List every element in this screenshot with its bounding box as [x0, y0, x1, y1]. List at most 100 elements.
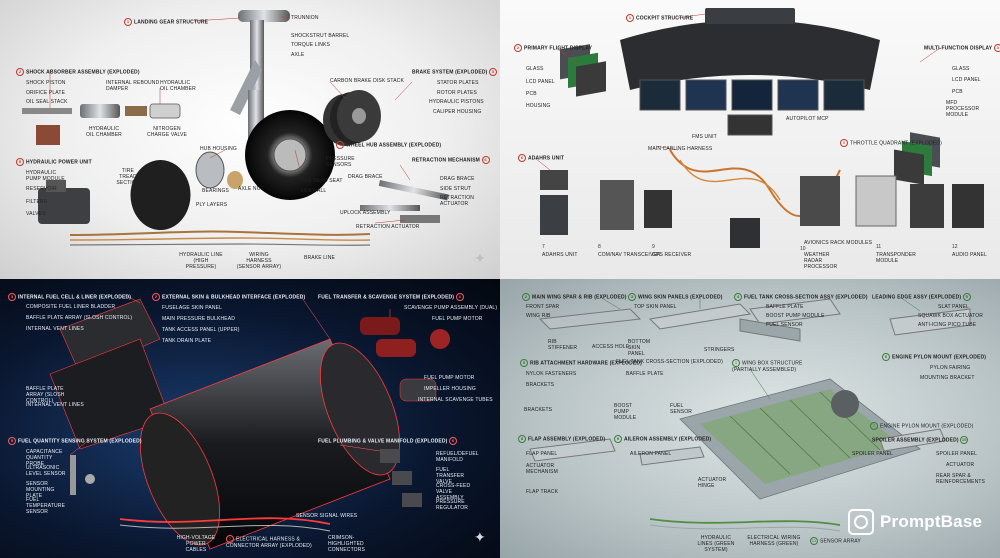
label-fuselage-skin-panel: FUSELAGE SKIN PANEL	[162, 305, 222, 311]
label-anti-icing-pico-tube: ANTI-ICING PICO TUBE	[918, 322, 977, 328]
hydraulic-power-unit-shape	[38, 188, 90, 224]
label-shock-piston: SHOCK PISTON	[26, 80, 66, 86]
label-fuel-transfer-valve: FUEL TRANSFER VALVE	[436, 467, 465, 485]
label-transponder-module: TRANSPONDER MODULE	[876, 252, 916, 264]
label-tire-tread-section: TIRE TREAD SECTION	[116, 168, 140, 186]
torque-link-shape	[230, 60, 262, 115]
watermark-brand: PromptBase	[880, 512, 983, 531]
label-gps-receiver: GPS RECEIVER	[652, 252, 692, 258]
shock-piston-shape	[22, 108, 72, 114]
label-internal-vent-lines-2: INTERNAL VENT LINES	[26, 402, 84, 408]
label-uplock-assembly: UPLOCK ASSEMBLY	[340, 210, 391, 216]
brake-disk-stack-shape	[323, 90, 381, 146]
number-8: 8	[598, 244, 601, 250]
label-multi-function-display: MULTI-FUNCTION DISPLAY 3	[924, 44, 1000, 52]
label-pfd-glass: GLASS	[526, 66, 544, 72]
cockpit-shell-shape	[620, 20, 880, 90]
label-impeller-housing: IMPELLER HOUSING	[424, 386, 476, 392]
label-fuel-transfer-scavenge: FUEL TRANSFER & SCAVENGE SYSTEM (EXPLODE…	[318, 293, 466, 301]
engine-pylon-shape	[831, 390, 859, 418]
pfd-exploded-shape	[560, 44, 606, 97]
label-pfd-housing: HOUSING	[526, 103, 551, 109]
label-main-cabling-harness: MAIN CABLING HARNESS	[648, 146, 713, 152]
label-pylon-fairing: PYLON FAIRING	[930, 365, 971, 371]
label-hydraulic-oil-chamber-2: HYDRAULIC OIL CHAMBER	[86, 126, 122, 138]
label-filters: FILTERS	[26, 199, 48, 205]
label-internal-rebound-damper: INTERNAL REBOUND DAMPER	[106, 80, 160, 92]
label-caliper-housing: CALIPER HOUSING	[433, 109, 482, 115]
label-baffle-plate-2: BAFFLE PLATE	[626, 371, 664, 377]
label-flap-panel: FLAP PANEL	[526, 451, 558, 457]
label-rotor-plates: ROTOR PLATES	[437, 90, 477, 96]
hydraulic-lines-shape	[649, 518, 841, 526]
label-audio-panel: AUDIO PANEL	[952, 252, 987, 258]
label-nylok-fasteners: NYLOK FASTENERS	[526, 371, 577, 377]
label-boost-pump-module: BOOST PUMP MODULE	[766, 313, 825, 319]
slat-panel-shape	[889, 308, 971, 336]
label-drag-brace-2: DRAG BRACE	[440, 176, 475, 182]
label-retraction-actuator-2: RETRACTION ACTUATOR	[356, 224, 420, 230]
valve-manifold-shape	[380, 449, 422, 507]
label-fuel-sensor: FUEL SENSOR	[766, 322, 803, 328]
label-fuel-plumbing-manifold: FUEL PLUMBING & VALVE MANIFOLD (EXPLODED…	[318, 437, 459, 445]
sparkle-icon-2: ✦	[474, 529, 486, 545]
label-brake-system: BRAKE SYSTEM (EXPLODED) 3	[412, 68, 499, 76]
label-actuator-mechanism: ACTUATOR MECHANISM	[526, 463, 558, 475]
number-10: 10	[800, 246, 806, 252]
label-high-voltage-cables: HIGH-VOLTAGE POWER CABLES	[176, 535, 216, 553]
label-hydraulic-pump-module: HYDRAULIC PUMP MODULE	[26, 170, 65, 182]
number-9: 9	[652, 244, 655, 250]
label-carbon-brake-disk-stack: CARBON BRAKE DISK STACK	[330, 78, 404, 84]
label-pfd-pcb: PCB	[526, 91, 537, 97]
label-composite-fuel-liner: COMPOSITE FUEL LINER BLADDER	[26, 304, 116, 310]
label-pfd-lcd-panel: LCD PANEL	[526, 79, 555, 85]
label-electrical-wiring-harness-green: ELECTRICAL WIRING HARNESS (GREEN)	[747, 535, 801, 547]
label-nitrogen-charge-valve: NITROGEN CHARGE VALVE	[147, 126, 187, 138]
label-valves: VALVES	[26, 211, 46, 217]
label-main-pressure-bulkhead: MAIN PRESSURE BULKHEAD	[162, 316, 236, 322]
label-reservoir: RESERVOIR	[26, 186, 57, 192]
label-actuator-hinge: ACTUATOR HINGE	[698, 477, 727, 489]
label-baffle-plate-array-2: BAFFLE PLATE ARRAY (SLOSH CONTROL)	[26, 386, 65, 404]
label-spoiler-assembly: SPOILER ASSEMBLY (EXPLODED) 10	[872, 436, 969, 444]
label-bottom-skin-panel: BOTTOM SKIN PANEL	[628, 339, 651, 357]
label-hydraulic-oil-chamber: HYDRAULIC OIL CHAMBER	[160, 80, 196, 92]
tank-cylinder-shape	[140, 338, 400, 550]
power-cable-shape	[119, 517, 331, 525]
label-tank-drain-plate: TANK DRAIN PLATE	[162, 338, 212, 344]
label-side-strut: SIDE STRUT	[440, 186, 472, 192]
label-drag-brace: DRAG BRACE	[348, 174, 383, 180]
fuel-pump-motor-shape	[399, 378, 437, 402]
label-internal-scavenge-tubes: INTERNAL SCAVENGE TUBES	[418, 397, 493, 403]
label-crimson-connectors: CRIMSON-HIGHLIGHTED CONNECTORS	[328, 535, 365, 553]
label-brake-line: BRAKE LINE	[304, 255, 335, 261]
sensor-system-shape	[70, 455, 95, 495]
promptbase-watermark: PromptBase	[848, 508, 988, 536]
fuel-tank-illustration	[49, 294, 450, 550]
label-rear-spar: REAR SPAR & REINFORCEMENTS	[936, 473, 986, 485]
label-tank-access-panel: TANK ACCESS PANEL (UPPER)	[162, 327, 240, 333]
label-cross-feed-valve: CROSS-FEED VALVE ASSEMBLY	[436, 483, 471, 501]
label-access-hole: ACCESS HOLE	[592, 344, 630, 350]
label-sidewall: SIDEWALL	[300, 188, 327, 194]
promptbase-logo-icon	[848, 509, 874, 535]
label-fuel-sensor-2: FUEL SENSOR	[670, 403, 693, 415]
label-fuel-tank-cross-section: FUEL TANK CROSS-SECTION (EXPLODED)	[616, 359, 723, 365]
